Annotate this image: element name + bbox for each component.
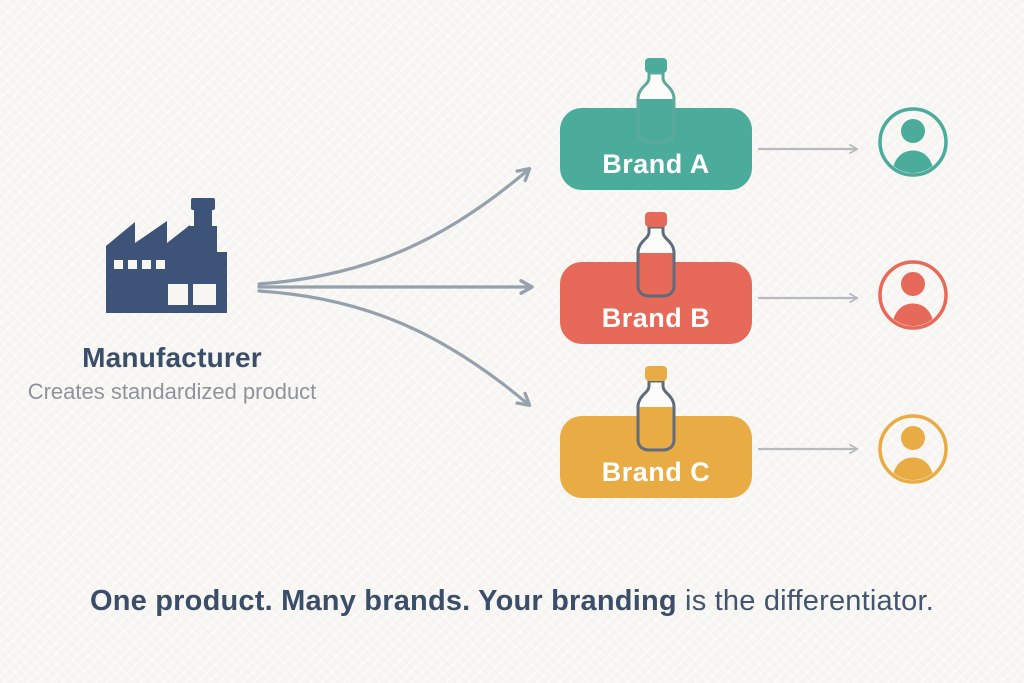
headline: One product. Many brands. Your branding …	[0, 585, 1024, 618]
consumer-icon-brand-a	[878, 107, 948, 177]
brand-c-label: Brand C	[601, 457, 711, 487]
brand-a-label: Brand A	[602, 149, 710, 179]
bottle-icon-brand-c	[636, 366, 676, 452]
brand-c-box: Brand C	[560, 416, 752, 498]
brand-b-label: Brand B	[601, 303, 711, 333]
bottle-icon-brand-a	[636, 58, 676, 144]
manufacturer-label: Manufacturer	[82, 342, 262, 373]
headline-regular-text: is the differentiator.	[676, 585, 934, 617]
factory-icon	[106, 198, 227, 313]
consumer-icon-brand-c	[878, 414, 948, 484]
consumer-icon-brand-b	[878, 260, 948, 330]
manufacturer-sublabel: Creates standardized product	[27, 379, 317, 404]
headline-bold-text: One product. Many brands. Your branding	[90, 585, 677, 617]
arrow-factory-to-brand-a	[257, 166, 532, 286]
bottle-icon-brand-b	[636, 212, 676, 298]
